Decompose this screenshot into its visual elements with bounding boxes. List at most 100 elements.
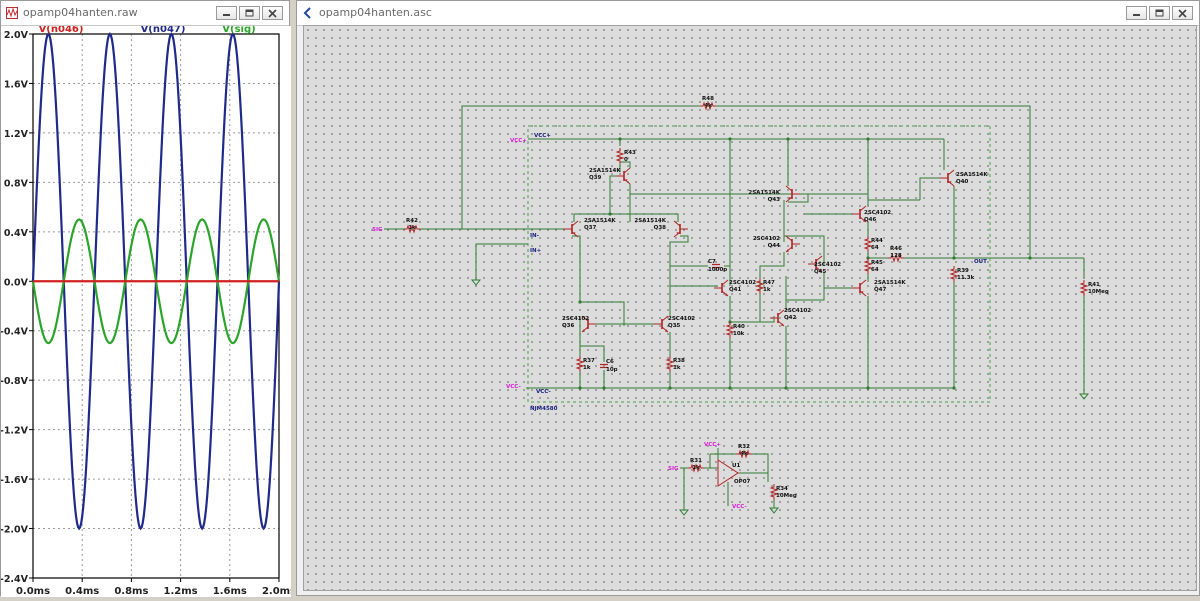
component-ref: Q37 — [584, 225, 597, 231]
minimize-button[interactable] — [216, 6, 237, 20]
component-ref: R41 — [1088, 282, 1100, 288]
transistor-collector — [859, 205, 867, 212]
port-label-out[interactable]: OUT — [974, 259, 987, 265]
waveform-titlebar[interactable]: opamp04hanten.raw — [1, 1, 289, 26]
trace-label[interactable]: V(n046) — [39, 24, 84, 35]
resistor-symbol — [404, 224, 420, 234]
ground-icon — [678, 509, 690, 516]
port-label-vcc-plus[interactable]: VCC+ — [534, 133, 551, 139]
component-ref: R48 — [702, 96, 714, 102]
transistor-emitter — [673, 231, 681, 238]
port-label-in-plus[interactable]: IN+ — [530, 248, 542, 254]
minimize-icon — [1133, 14, 1140, 16]
ground-icon — [1078, 393, 1090, 400]
restore-button[interactable] — [1149, 6, 1170, 20]
transistor-arrow — [861, 291, 864, 294]
wire — [752, 453, 769, 476]
component-value: 2SC4102 — [562, 316, 589, 322]
waveform-plot-area[interactable]: 0.0ms0.4ms0.8ms1.2ms1.6ms2.0ms2.0V1.6V1.… — [0, 24, 296, 597]
net-flag-vcc-minus[interactable]: VCC- — [506, 384, 521, 390]
transistor-collector — [623, 167, 631, 174]
trace-label[interactable]: V(sig) — [222, 24, 255, 35]
close-icon — [268, 9, 277, 18]
close-button[interactable] — [1172, 6, 1193, 20]
ground-icon — [768, 507, 780, 514]
restore-button[interactable] — [239, 6, 260, 20]
wire — [573, 213, 679, 222]
component-ref: R32 — [738, 444, 750, 450]
resistor-symbol — [949, 266, 959, 282]
minimize-button[interactable] — [1126, 6, 1147, 20]
transistor-arrow — [788, 197, 791, 200]
component-value: 64 — [871, 245, 879, 251]
component-value: 1k — [692, 465, 700, 471]
component-value: 11.3k — [957, 275, 975, 281]
close-button[interactable] — [262, 6, 283, 20]
waveform-chart[interactable]: 0.0ms0.4ms0.8ms1.2ms1.6ms2.0ms2.0V1.6V1.… — [0, 24, 296, 597]
wire — [669, 235, 689, 316]
wire — [620, 161, 631, 168]
y-tick-label: 2.0V — [4, 30, 29, 41]
junction — [578, 300, 582, 304]
ground-symbol — [470, 279, 482, 286]
net-flag-vcc-plus[interactable]: VCC+ — [704, 442, 721, 448]
component-ref: Q35 — [668, 323, 681, 329]
net-flag-sig[interactable]: SIG — [372, 227, 383, 233]
y-tick-label: -1.6V — [1, 475, 29, 486]
resistor-symbol — [665, 356, 675, 372]
port-label-in-minus[interactable]: IN- — [530, 233, 539, 239]
component-value: 2SC4102 — [729, 280, 756, 286]
schematic-titlebar[interactable]: opamp04hanten.asc — [297, 1, 1199, 26]
port-label-vcc-minus[interactable]: VCC- — [536, 389, 551, 395]
y-tick-label: 1.2V — [4, 129, 29, 140]
component-ref: R37 — [583, 358, 595, 364]
net-flag-vcc-plus[interactable]: VCC+ — [510, 138, 527, 144]
resistor-symbol — [615, 148, 625, 164]
schematic-window-icon — [303, 7, 311, 19]
net-flag-sig[interactable]: SIG — [668, 466, 679, 472]
component-ref: R47 — [763, 280, 775, 286]
wire — [867, 199, 920, 206]
net-flag-vcc-minus[interactable]: VCC- — [732, 504, 747, 510]
x-tick-label: 0.4ms — [65, 586, 99, 597]
trace-label[interactable]: V(n047) — [141, 24, 186, 35]
transistor-arrow — [781, 323, 784, 326]
transistor-collector — [785, 235, 793, 242]
subcircuit-name[interactable]: NJM4580 — [530, 406, 558, 412]
